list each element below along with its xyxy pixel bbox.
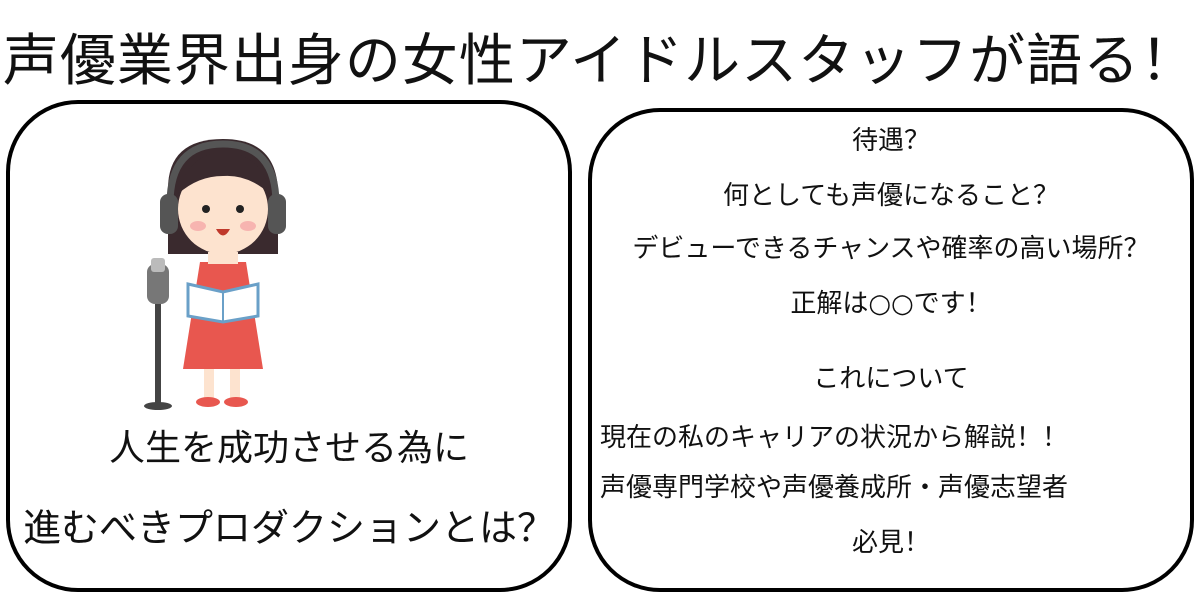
neck	[208, 252, 238, 264]
right-line-career-explanation: 現在の私のキャリアの状況から解説！！	[600, 423, 1069, 453]
right-line-target-audience: 声優専門学校や声優養成所・声優志望者	[600, 473, 1069, 503]
cheek	[190, 221, 206, 231]
mouth	[216, 229, 230, 236]
left-panel: 人生を成功させる為に 進むべきプロダクションとは？	[6, 100, 572, 592]
cheek	[240, 221, 256, 231]
headphones-icon	[160, 140, 286, 234]
bangs	[178, 152, 270, 194]
right-line-answer: 正解は○○です！	[790, 289, 992, 319]
left-headline-line2: 進むべきプロダクションとは？	[22, 506, 555, 550]
voice-actress-illustration	[144, 139, 286, 410]
page-title: 声優業界出身の女性アイドルスタッフが語る！	[2, 29, 1198, 94]
right-line-must-see: 必見！	[851, 528, 930, 558]
right-line-become-voice-actor: 何としても声優になること？	[723, 181, 1059, 211]
microphone-icon	[144, 258, 172, 410]
eye	[202, 205, 210, 213]
right-line-about-this: これについて	[813, 364, 969, 394]
right-line-treatment: 待遇？	[851, 126, 930, 156]
left-headline-line1: 人生を成功させる為に	[108, 428, 469, 469]
right-line-debut-chance: デビューできるチャンスや確率の高い場所？	[632, 234, 1150, 264]
legs	[196, 369, 248, 407]
book-icon	[186, 282, 260, 324]
eye	[236, 205, 244, 213]
face	[178, 164, 268, 254]
right-panel: 待遇？ 何としても声優になること？ デビューできるチャンスや確率の高い場所？ 正…	[588, 108, 1194, 592]
